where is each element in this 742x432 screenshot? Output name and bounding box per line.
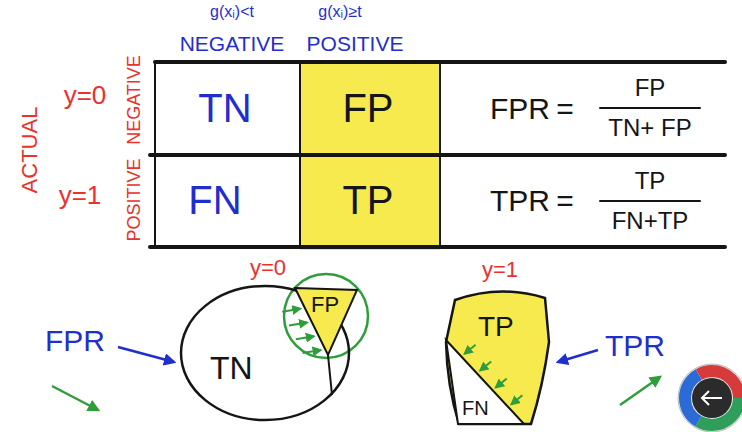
pointer-arrow: [558, 350, 598, 362]
label-holder: y=0: [250, 256, 286, 280]
wheel-ring: [678, 364, 742, 432]
trend-arrow: [52, 386, 98, 410]
shift-arrow: [465, 345, 476, 354]
label-text: TP: [342, 178, 393, 222]
shift-arrow: [289, 323, 307, 326]
table-rule: [154, 62, 156, 247]
trend-arrow: [620, 377, 660, 405]
class-region: TN FP: [180, 285, 350, 422]
false-positive-region: FP: [294, 287, 358, 356]
label-text: FN+TP: [612, 208, 689, 234]
label-text: =: [556, 184, 574, 217]
table-rule: [299, 62, 301, 247]
label-text: TPR: [605, 329, 665, 362]
label-holder: g(xᵢ)<t: [210, 3, 254, 21]
back-arrow-icon: [702, 391, 722, 405]
label-text: g(xᵢ)<t: [210, 3, 254, 21]
label-text: POSITIVE: [307, 32, 404, 55]
label-holder: POSITIVE: [307, 32, 404, 55]
label-holder: TPR: [490, 184, 550, 217]
label-text: NEGATIVE: [180, 32, 285, 55]
label-text: FPR: [45, 324, 105, 357]
label-text: g(xᵢ)≥t: [318, 3, 361, 21]
label-text: TPR: [490, 184, 550, 217]
label-text: y=1: [59, 181, 102, 210]
label-holder: y=1: [482, 258, 518, 282]
shift-arrow: [496, 378, 507, 387]
threshold-line: [328, 355, 332, 395]
label-holder: FN: [188, 178, 241, 222]
label-holder: POSITIVE: [125, 158, 145, 241]
label-text: y=0: [250, 256, 286, 280]
label-holder: FP: [342, 86, 393, 130]
label-holder: TPR: [605, 329, 665, 362]
label-text: NEGATIVE: [125, 55, 145, 145]
wheel-segment: [685, 371, 739, 425]
label-text: POSITIVE: [125, 158, 145, 241]
region-outline: [446, 340, 524, 424]
label-text: TN: [198, 86, 251, 130]
table-rule: [150, 245, 725, 249]
shift-arrow: [282, 309, 300, 312]
class-region: TP FN: [445, 286, 553, 424]
fraction-bar: [600, 107, 700, 109]
label-text: TN+ FP: [608, 115, 691, 141]
wheel-segment: [685, 371, 739, 425]
label-holder: FPR: [490, 92, 550, 125]
shift-arrow: [480, 362, 491, 371]
label-text: FN: [188, 178, 241, 222]
wheel-center: [692, 378, 732, 418]
region-label: FP: [311, 293, 339, 317]
false-negative-region: FN: [446, 340, 524, 424]
shift-arrow: [303, 350, 321, 353]
label-text: ACTUAL: [18, 107, 42, 194]
label-text: y=0: [64, 81, 107, 110]
label-holder: =: [556, 92, 574, 125]
pointer-arrow: [118, 347, 174, 362]
label-holder: FP: [635, 75, 666, 101]
label-holder: y=0: [64, 81, 107, 110]
label-text: FPR: [490, 92, 550, 125]
table-rule: [150, 153, 725, 157]
wheel-segment: [685, 371, 739, 425]
region-label: FN: [462, 397, 489, 419]
label-holder: g(xᵢ)≥t: [318, 3, 361, 21]
fraction-bar: [600, 200, 700, 202]
class-outline: [446, 291, 549, 424]
table-rule: [439, 62, 441, 247]
region-outline: [295, 288, 357, 355]
label-holder: NEGATIVE: [180, 32, 285, 55]
label-text: =: [556, 92, 574, 125]
label-text: y=1: [482, 258, 518, 282]
label-holder: FPR: [45, 324, 105, 357]
highlight-circle: [284, 274, 368, 358]
label-holder: ACTUAL: [18, 107, 42, 194]
region-label: TN: [210, 351, 253, 386]
label-text: FP: [342, 86, 393, 130]
label-holder: NEGATIVE: [125, 55, 145, 145]
label-holder: y=1: [59, 181, 102, 210]
control-wheel: [678, 364, 742, 432]
class-outline: [181, 286, 349, 420]
label-holder: TP: [342, 178, 393, 222]
region-label: TP: [478, 312, 514, 343]
label-holder: TN: [198, 86, 251, 130]
label-text: TP: [635, 168, 666, 194]
shift-arrow: [296, 336, 314, 339]
table-grid: [150, 62, 725, 247]
label-holder: TN+ FP: [608, 115, 691, 141]
label-holder: =: [556, 184, 574, 217]
label-text: FP: [635, 75, 666, 101]
label-holder: TP: [635, 168, 666, 194]
shift-arrow: [511, 395, 522, 404]
label-holder: FN+TP: [612, 208, 689, 234]
